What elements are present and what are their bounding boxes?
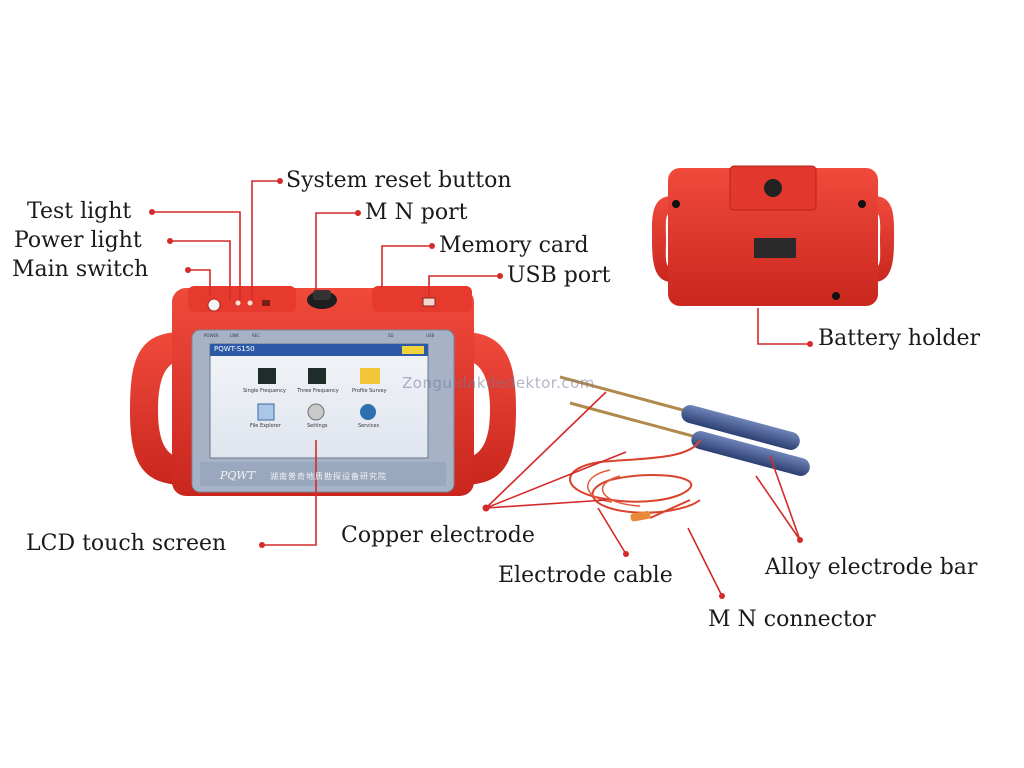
mn-connector-plug bbox=[630, 511, 651, 522]
electrode-cable-lead bbox=[649, 499, 691, 519]
usb-port-socket bbox=[422, 297, 436, 307]
main-device bbox=[130, 286, 516, 496]
label-main-switch: Main switch bbox=[12, 257, 149, 282]
menu-single-frequency[interactable]: Single Frequency bbox=[243, 388, 286, 394]
battery-holder-device bbox=[651, 165, 895, 306]
device-top-right-block bbox=[372, 286, 472, 312]
menu-file-explorer[interactable]: File Explorer bbox=[250, 423, 281, 429]
label-battery-holder: Battery holder bbox=[818, 326, 980, 351]
menu-three-frequency[interactable]: Three Frequency bbox=[297, 388, 339, 394]
indicator-sd: SD bbox=[388, 333, 394, 338]
brand-strip bbox=[200, 462, 446, 486]
copper-electrode-2 bbox=[569, 401, 701, 440]
file-explorer-icon bbox=[257, 403, 275, 421]
label-mn-connector: M N connector bbox=[708, 607, 876, 632]
menu-profile-survey[interactable]: Profile Survey bbox=[352, 388, 387, 394]
indicator-rec: REC bbox=[252, 333, 261, 338]
device-brand-sub: 湖南普奇地质勘探设备研究院 bbox=[270, 472, 387, 481]
right-handle bbox=[462, 332, 516, 485]
indicator-usb: USB bbox=[426, 333, 435, 338]
label-electrode-cable: Electrode cable bbox=[498, 563, 673, 588]
label-mn-port: M N port bbox=[365, 200, 468, 225]
battery-body bbox=[668, 168, 878, 306]
device-top-left-block bbox=[188, 286, 296, 312]
test-light-led bbox=[247, 300, 253, 306]
three-frequency-icon bbox=[308, 368, 326, 384]
leader-lines bbox=[149, 178, 813, 599]
services-icon bbox=[360, 404, 376, 420]
single-frequency-icon bbox=[258, 368, 276, 384]
battery-screw-3 bbox=[832, 292, 840, 300]
menu-services[interactable]: Services bbox=[358, 423, 380, 429]
battery-indicator bbox=[402, 346, 424, 354]
indicator-link: LINK bbox=[230, 333, 240, 338]
alloy-bar-1 bbox=[681, 405, 800, 450]
left-handle bbox=[130, 332, 185, 485]
battery-right-handle bbox=[874, 196, 895, 282]
device-brand: PQWT bbox=[220, 469, 256, 482]
main-switch-knob bbox=[207, 298, 221, 312]
label-alloy-electrode-bar: Alloy electrode bar bbox=[765, 555, 978, 580]
indicator-power: POWER bbox=[204, 333, 219, 338]
watermark-text: Zonguldakdedektor.com bbox=[402, 374, 595, 392]
screen-title: PQWT-S150 bbox=[214, 345, 255, 353]
settings-icon bbox=[307, 403, 325, 421]
label-lcd-touch-screen: LCD touch screen bbox=[26, 531, 227, 556]
copper-electrode-1 bbox=[559, 375, 691, 414]
profile-survey-icon bbox=[360, 368, 380, 384]
electrode-assembly bbox=[559, 375, 810, 522]
menu-settings[interactable]: Settings bbox=[307, 423, 328, 429]
battery-label-plate bbox=[754, 238, 796, 258]
battery-screw-2 bbox=[858, 200, 866, 208]
label-test-light: Test light bbox=[27, 199, 132, 224]
label-power-light: Power light bbox=[14, 228, 142, 253]
battery-top-knob bbox=[764, 179, 782, 197]
battery-left-handle bbox=[651, 196, 672, 282]
battery-screw-1 bbox=[672, 200, 680, 208]
alloy-bar-2 bbox=[691, 431, 810, 476]
label-copper-electrode: Copper electrode bbox=[341, 523, 535, 548]
mn-port-cap bbox=[313, 290, 331, 300]
reset-button-slot bbox=[262, 300, 270, 306]
lcd-screen bbox=[209, 343, 429, 459]
label-usb-port: USB port bbox=[507, 263, 611, 288]
label-system-reset-button: System reset button bbox=[286, 168, 512, 193]
power-light-led bbox=[235, 300, 241, 306]
label-memory-card: Memory card bbox=[439, 233, 589, 258]
screen-title-bar bbox=[210, 344, 428, 356]
